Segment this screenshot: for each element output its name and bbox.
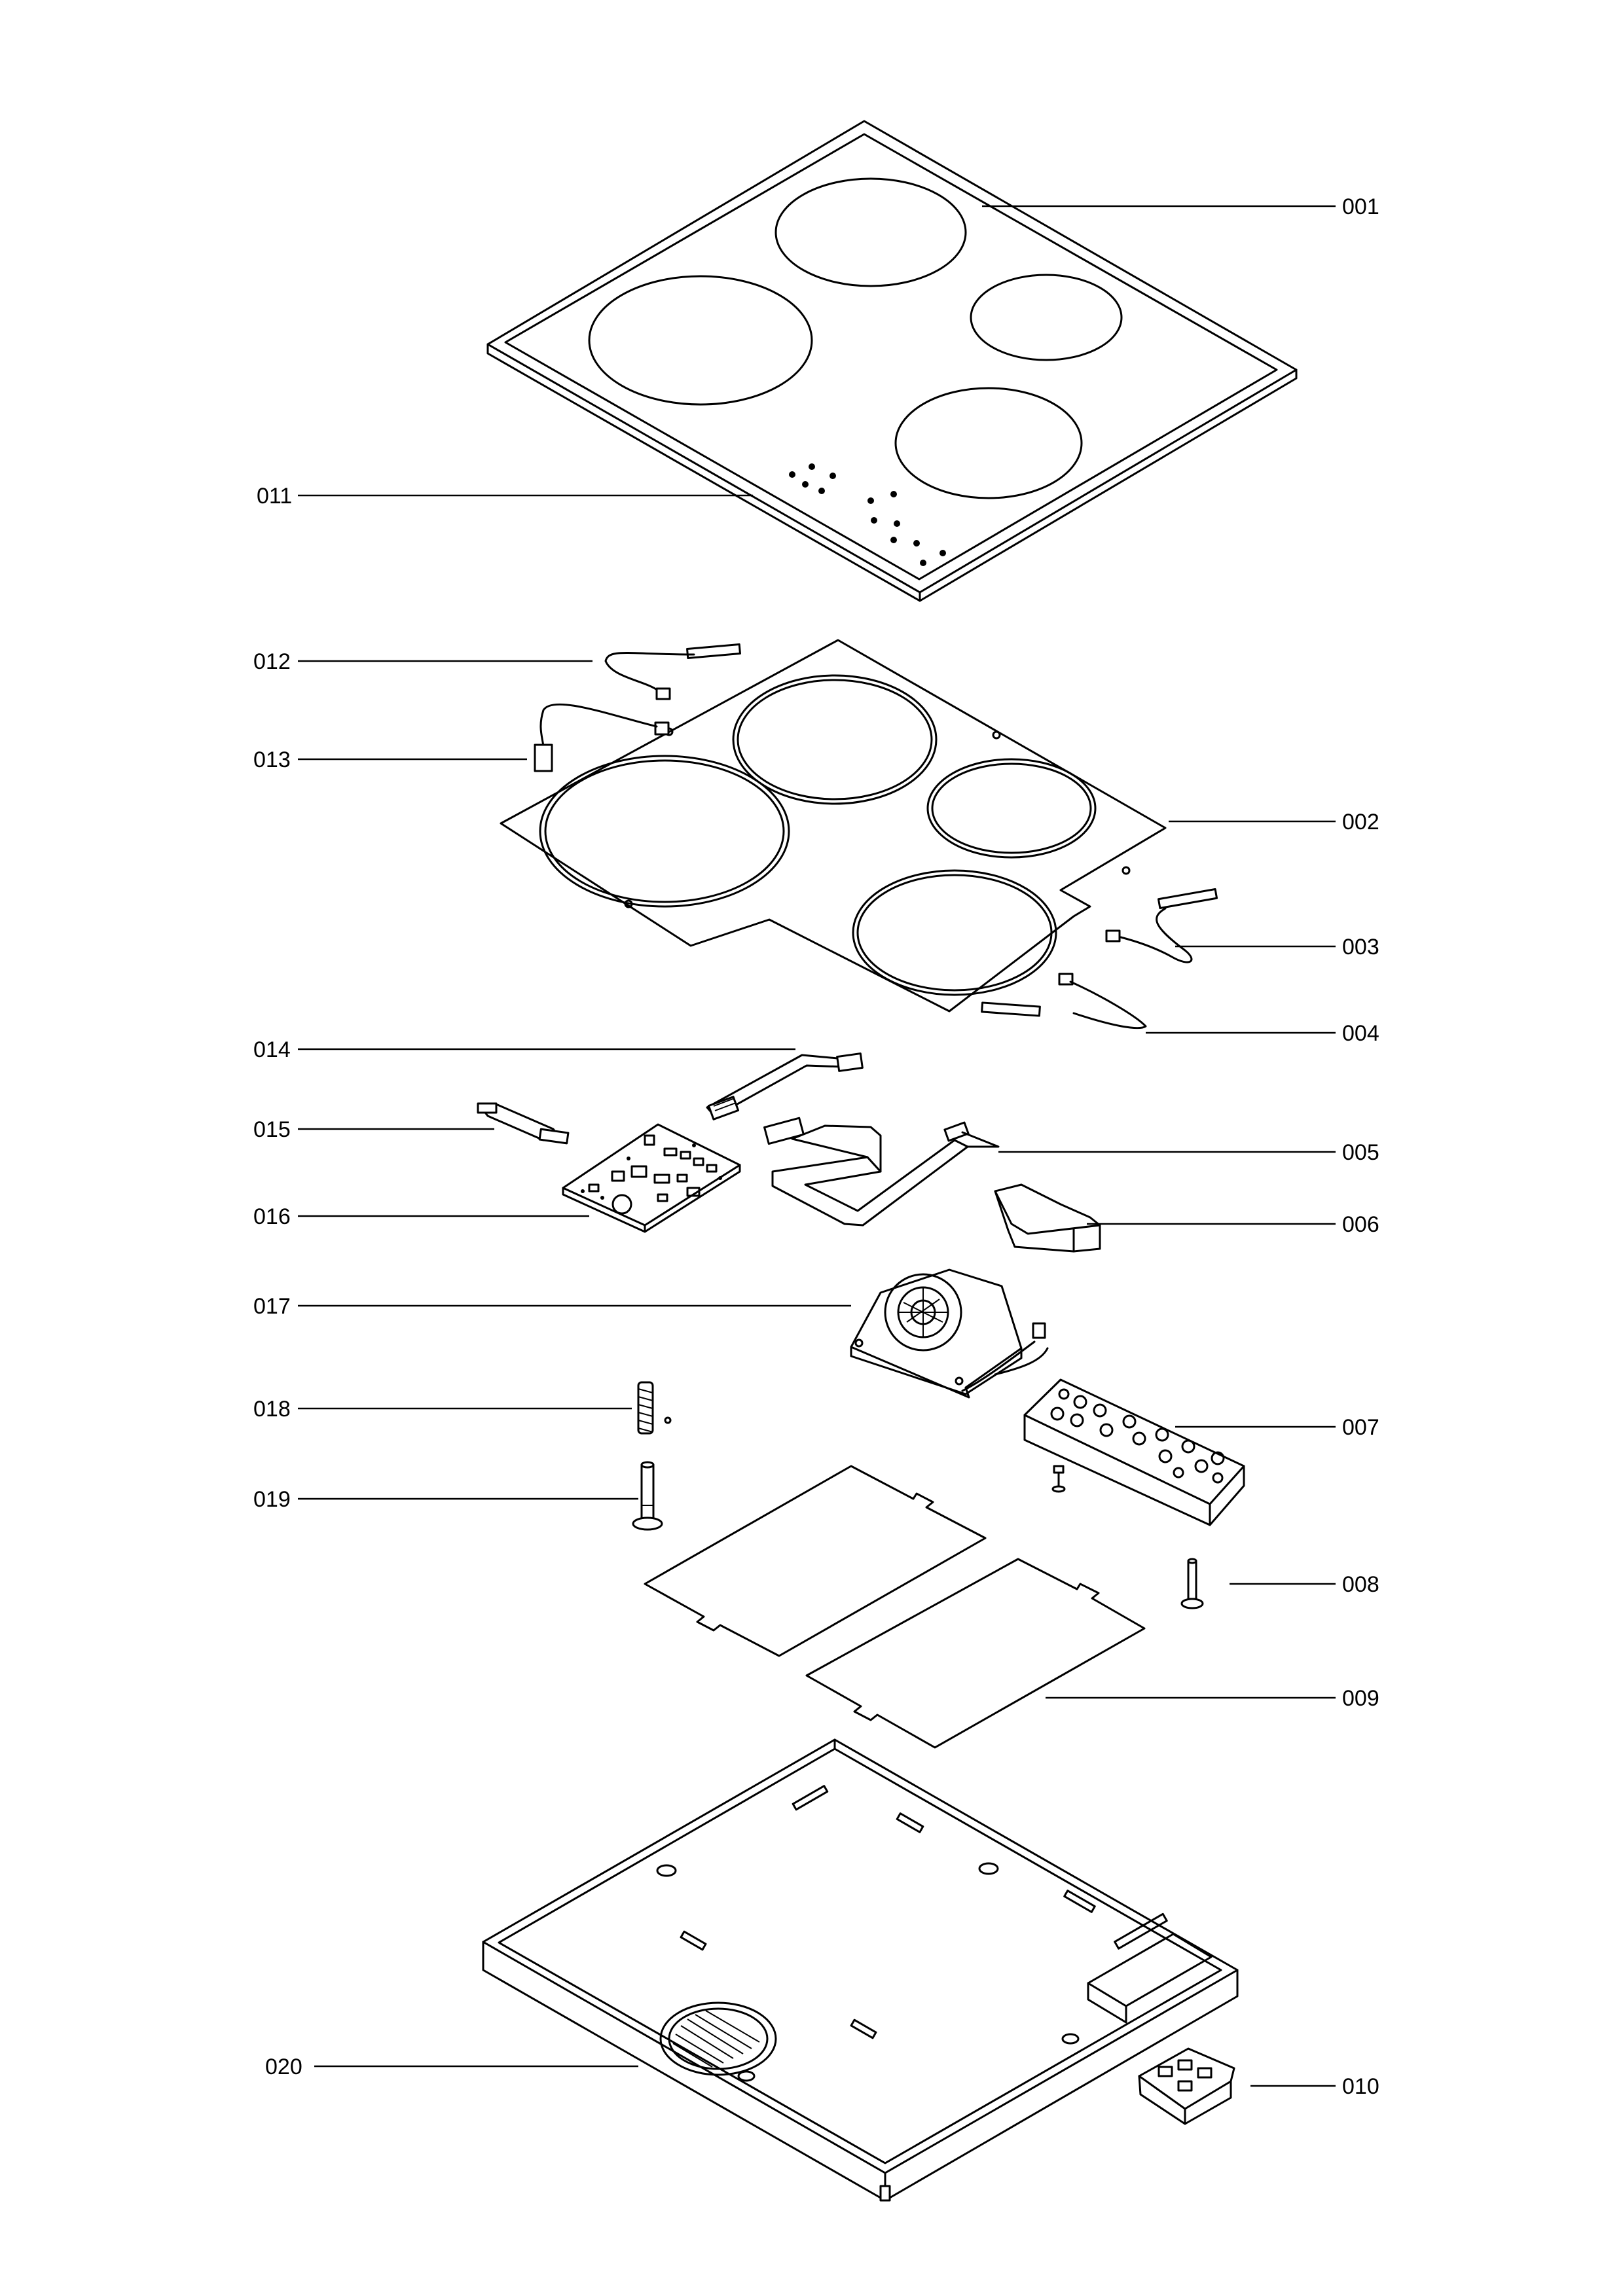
part-006-air-guide: [994, 1183, 1101, 1253]
label-014: 014: [253, 1037, 291, 1062]
label-015: 015: [253, 1117, 291, 1142]
label-013: 013: [253, 747, 291, 772]
part-002-heating-plate: [500, 639, 1167, 1013]
part-005-flat-cable: [763, 1117, 1000, 1227]
label-012: 012: [253, 649, 291, 674]
part-004-cable: [981, 973, 1147, 1030]
label-004: 004: [1342, 1021, 1379, 1046]
control-knobs: [1050, 1388, 1225, 1484]
part-020-base-housing: [482, 1738, 1239, 2202]
control-dots: [789, 463, 946, 566]
label-017: 017: [253, 1294, 291, 1319]
label-003: 003: [1342, 935, 1379, 960]
part-014-ribbon-cable: [706, 1052, 864, 1121]
part-007-control-module: [1023, 1378, 1245, 1526]
label-016: 016: [253, 1204, 291, 1229]
label-008: 008: [1342, 1572, 1379, 1597]
part-016-control-board: [562, 1123, 741, 1233]
ventilation-grille: [659, 2001, 777, 2076]
leader-lines: [298, 205, 1336, 2087]
part-008-screw: [1180, 1558, 1204, 1609]
part-015-ribbon-cable: [477, 1102, 570, 1145]
base-slots: [680, 1785, 1168, 2039]
label-002: 002: [1342, 810, 1379, 834]
part-017-blower-fan: [850, 1268, 1049, 1399]
label-010: 010: [1342, 2074, 1379, 2099]
label-001: 001: [1342, 194, 1379, 219]
label-006: 006: [1342, 1212, 1379, 1237]
base-feet: [656, 1862, 1080, 2082]
label-020: 020: [265, 2054, 302, 2079]
terminal-recess: [1087, 1933, 1213, 2024]
part-018-spring: [637, 1381, 672, 1435]
part-012-temperature-sensor: [604, 643, 741, 700]
label-007: 007: [1342, 1415, 1379, 1440]
part-010-terminal-block: [1138, 2047, 1235, 2125]
label-019: 019: [253, 1487, 291, 1512]
part-009-insulation-sheets: [644, 1465, 1146, 1749]
part-007-screw: [1051, 1465, 1066, 1493]
label-005: 005: [1342, 1140, 1379, 1165]
board-components: [581, 1134, 722, 1215]
label-011: 011: [257, 484, 292, 509]
part-003-cable: [1105, 888, 1218, 963]
part-013-sensor-probe: [534, 703, 670, 772]
part-001-glass-top: [486, 120, 1298, 602]
label-009: 009: [1342, 1686, 1379, 1711]
part-labels: 001 002 003 004 005 006 007 008 009 010 …: [253, 194, 1379, 2099]
label-018: 018: [253, 1397, 291, 1422]
part-019-bolt: [632, 1461, 663, 1531]
